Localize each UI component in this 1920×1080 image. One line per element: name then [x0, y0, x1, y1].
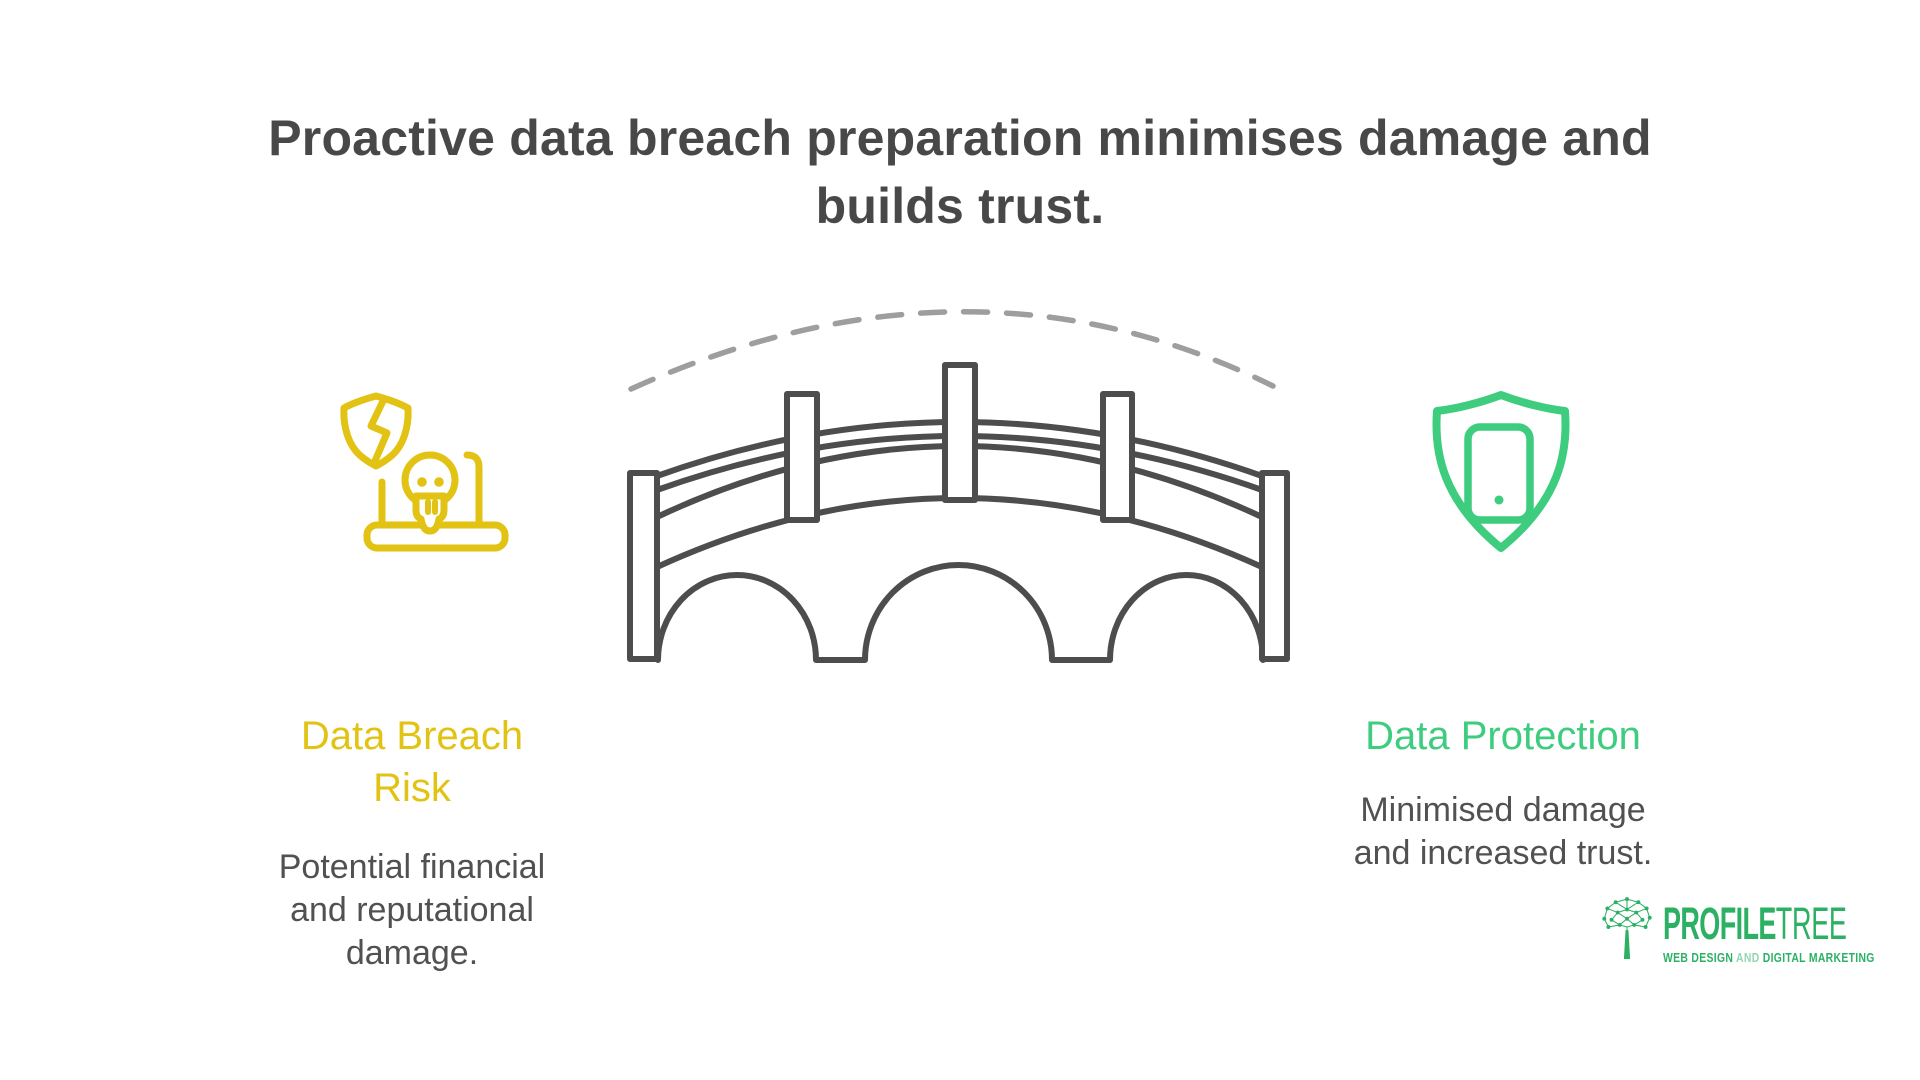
- broken-shield-skull-laptop-icon: [340, 392, 509, 552]
- network-tree-icon: [1602, 897, 1652, 959]
- logo-wordmark-bold: PROFILE: [1663, 898, 1776, 949]
- tagline-and: AND: [1733, 950, 1763, 965]
- page-title: Proactive data breach preparation minimi…: [268, 110, 1652, 234]
- logo-wordmark-light: TREE: [1775, 898, 1847, 949]
- profiletree-logo: PROFILETREE WEB DESIGN AND DIGITAL MARKE…: [1600, 895, 1920, 965]
- dashed-arc: [628, 309, 1276, 392]
- left-body-text: Potential financial and reputational dam…: [278, 848, 546, 972]
- logo-tagline: WEB DESIGN AND DIGITAL MARKETING: [1663, 950, 1908, 965]
- left-heading: Data Breach Risk: [300, 714, 524, 810]
- logo-wordmark: PROFILETREE: [1663, 901, 1847, 946]
- logo-text-block: PROFILETREE WEB DESIGN AND DIGITAL MARKE…: [1663, 895, 1920, 965]
- shield-phone-icon: [1432, 391, 1570, 552]
- tagline-digital-marketing: DIGITAL MARKETING: [1762, 950, 1875, 965]
- bridge-illustration: [627, 309, 1290, 663]
- right-heading: Data Protection: [1365, 714, 1641, 758]
- right-body-text: Minimised damage and increased trust.: [1353, 791, 1653, 872]
- tagline-web-design: WEB DESIGN: [1663, 950, 1734, 965]
